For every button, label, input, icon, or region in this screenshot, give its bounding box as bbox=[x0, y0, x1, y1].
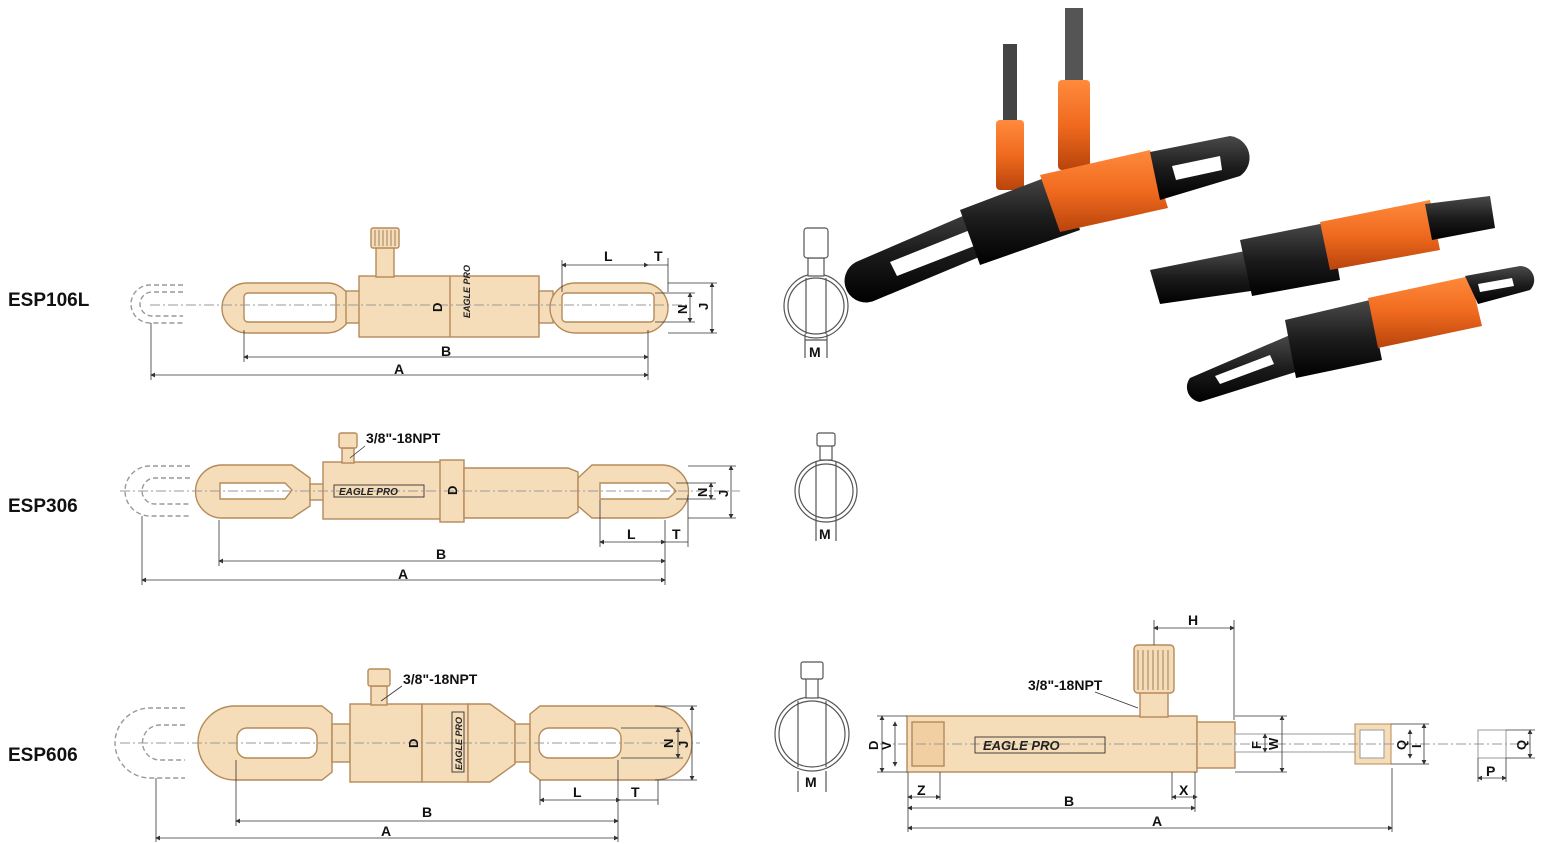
model-label-esp106l: ESP106L bbox=[8, 290, 90, 311]
cylinder-dim-h: H bbox=[1188, 612, 1198, 628]
esp606-brand: EAGLE PRO bbox=[454, 717, 464, 770]
cylinder-dim-w: W bbox=[1266, 737, 1281, 750]
product-jaw-spreader bbox=[1150, 196, 1495, 304]
esp306-dim-n: N bbox=[695, 488, 710, 497]
cylinder-dim-d: D bbox=[866, 741, 881, 750]
product-eye-spreader bbox=[1186, 265, 1535, 402]
esp606-brand-plate bbox=[451, 711, 465, 773]
esp306-dim-j: J bbox=[716, 490, 731, 497]
model-label-esp306: ESP306 bbox=[8, 496, 78, 517]
cylinder-brand-plate bbox=[974, 736, 1106, 754]
product-large-spreader bbox=[844, 8, 1250, 303]
cylinder-dim-f: F bbox=[1249, 741, 1264, 749]
cylinder-dim-i: I bbox=[1409, 744, 1424, 748]
esp106l-dim-t: T bbox=[654, 248, 663, 264]
esp106l-dim-l: L bbox=[604, 248, 613, 264]
cylinder-thread-note: 3/8"-18NPT bbox=[1028, 677, 1103, 693]
esp606-dim-j: J bbox=[676, 741, 691, 748]
esp306-side-view bbox=[794, 432, 858, 541]
cylinder-dim-v: V bbox=[879, 741, 894, 750]
esp306-dim-d: D bbox=[445, 486, 460, 495]
cylinder-brand: EAGLE PRO bbox=[983, 738, 1060, 753]
esp306-dim-m: M bbox=[819, 526, 831, 542]
esp106l-drawing bbox=[130, 227, 669, 338]
rod-end-dim-p: P bbox=[1486, 763, 1495, 779]
cylinder-dim-z: Z bbox=[917, 782, 926, 798]
cylinder-dim-a: A bbox=[1152, 813, 1162, 829]
esp106l-dim-m: M bbox=[809, 344, 821, 360]
product-photo bbox=[844, 8, 1535, 402]
esp306-drawing bbox=[124, 432, 690, 523]
cylinder-dim-b: B bbox=[1064, 793, 1074, 809]
esp306-brand: EAGLE PRO bbox=[339, 487, 398, 498]
esp606-side-view bbox=[774, 661, 850, 792]
esp106l-knurl bbox=[374, 230, 396, 246]
esp106l-dim-a: A bbox=[394, 361, 404, 377]
esp106l-dim-d: D bbox=[430, 303, 445, 312]
esp306-dim-a: A bbox=[398, 566, 408, 582]
esp606-dim-a: A bbox=[381, 823, 391, 839]
esp306-dim-b: B bbox=[436, 546, 446, 562]
cylinder-dim-x: X bbox=[1179, 782, 1189, 798]
esp106l-dim-n: N bbox=[675, 305, 690, 314]
esp306-thread-note: 3/8"-18NPT bbox=[366, 430, 441, 446]
esp306-dim-t: T bbox=[672, 526, 681, 542]
esp606-dim-d: D bbox=[406, 739, 421, 748]
esp106l-dim-b: B bbox=[441, 343, 451, 359]
cylinder-dim-q: Q bbox=[1394, 740, 1409, 750]
esp606-thread-note: 3/8"-18NPT bbox=[403, 671, 478, 687]
esp606-dim-t: T bbox=[631, 784, 640, 800]
esp106l-dim-j: J bbox=[696, 303, 711, 310]
rod-end-dim-q: Q bbox=[1514, 740, 1529, 750]
esp606-dim-n: N bbox=[661, 739, 676, 748]
esp606-dim-b: B bbox=[422, 804, 432, 820]
esp606-dim-l: L bbox=[573, 784, 582, 800]
esp306-brand-plate bbox=[333, 484, 425, 498]
esp606-dim-m: M bbox=[805, 774, 817, 790]
esp106l-side-view bbox=[783, 227, 849, 358]
esp306-dim-l: L bbox=[627, 526, 636, 542]
esp106l-brand: EAGLE PRO bbox=[462, 265, 472, 318]
model-label-esp606: ESP606 bbox=[8, 745, 78, 766]
